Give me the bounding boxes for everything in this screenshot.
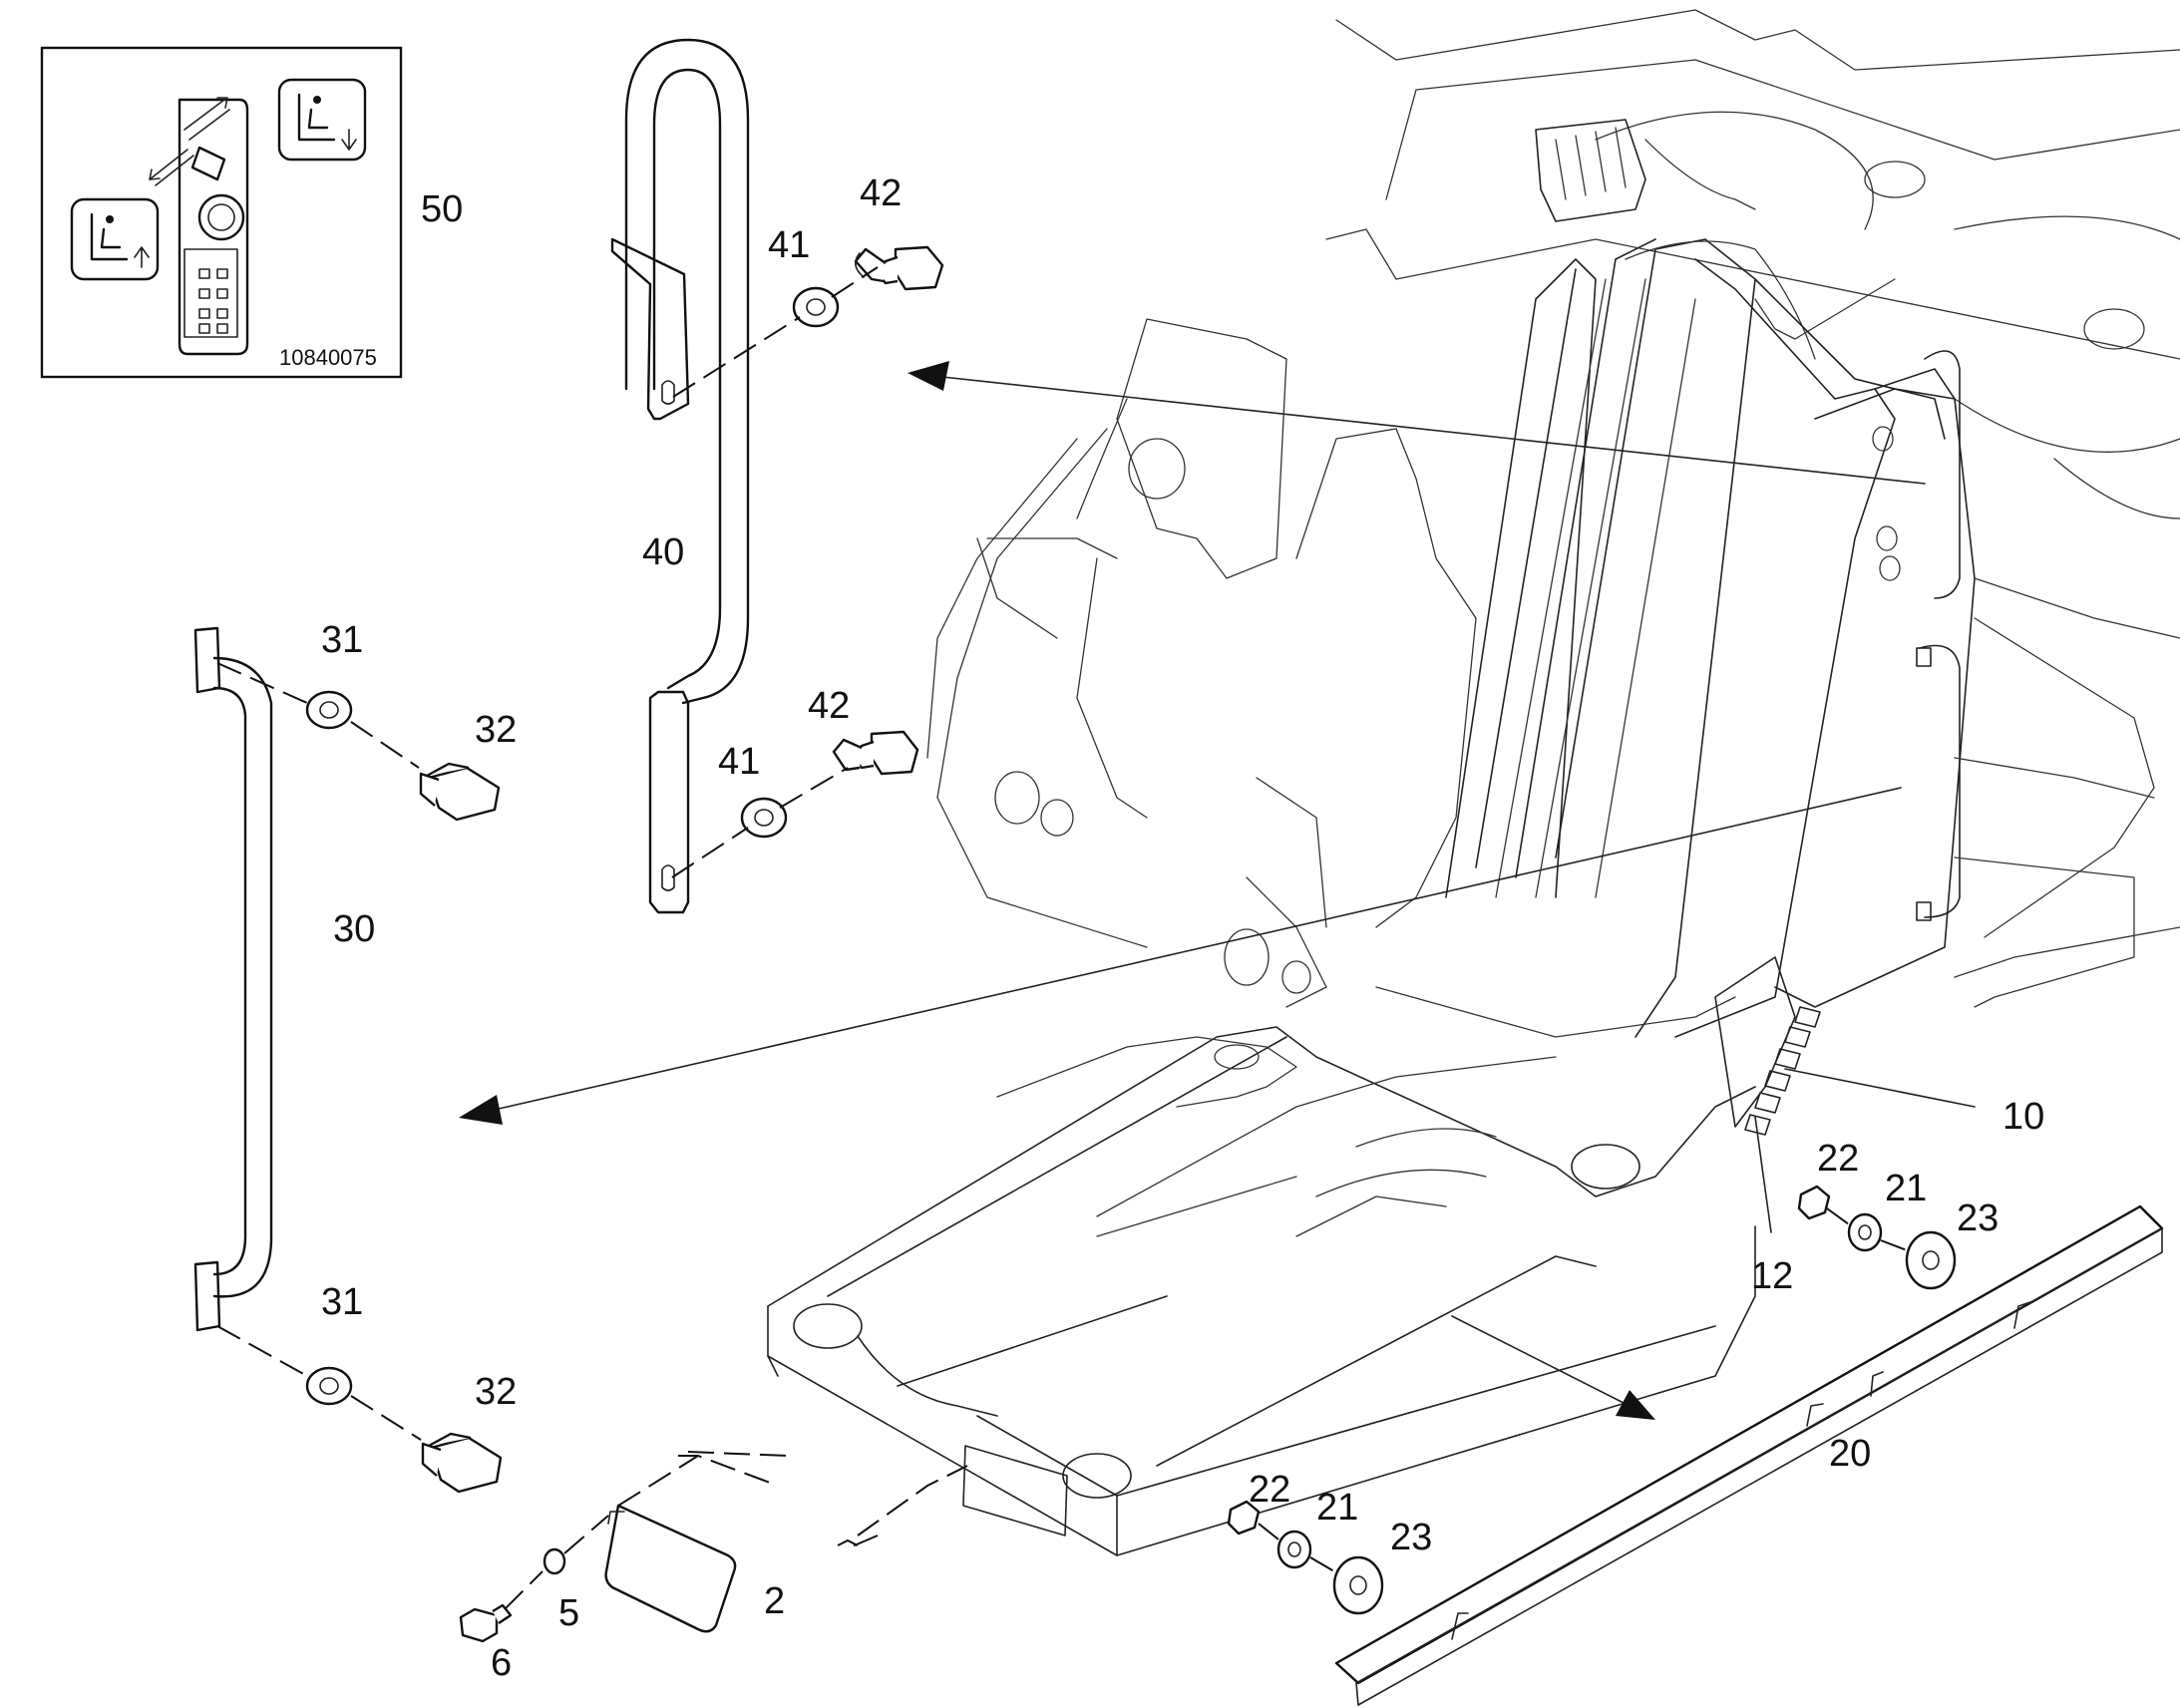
callout-22-upper: 22	[1817, 1138, 1859, 1180]
washer-5	[543, 1547, 566, 1575]
machine-frame	[767, 9, 2180, 1556]
inset-code: 10840075	[279, 345, 377, 370]
callout-5: 5	[558, 1592, 579, 1634]
callout-22-lower: 22	[1249, 1469, 1290, 1511]
callout-32-upper: 32	[475, 709, 517, 751]
washer-23-lower	[1332, 1555, 1384, 1615]
callout-2: 2	[764, 1580, 785, 1622]
callout-41-upper: 41	[768, 224, 810, 266]
washer-41-upper	[792, 286, 840, 328]
callout-41-lower: 41	[718, 741, 760, 783]
callout-31-upper: 31	[321, 619, 363, 661]
washer-31-lower	[305, 1366, 353, 1406]
bolt-32-lower	[421, 1432, 503, 1494]
callout-40: 40	[642, 531, 684, 573]
strip-20	[1334, 1204, 2164, 1706]
cover-plate-2	[604, 1504, 737, 1633]
callout-21-lower: 21	[1316, 1487, 1358, 1529]
bolt-42-upper	[854, 245, 944, 291]
callout-12: 12	[1751, 1255, 1793, 1297]
fastener-strip-10	[1744, 1006, 1821, 1136]
screw-6	[459, 1603, 513, 1643]
washer-23-upper	[1905, 1230, 1957, 1290]
callout-23-upper: 23	[1957, 1197, 1998, 1239]
callout-6: 6	[491, 1642, 512, 1684]
callout-31-lower: 31	[321, 1281, 363, 1323]
nut-22-upper	[1797, 1185, 1831, 1220]
callout-42-upper: 42	[860, 172, 902, 214]
washer-21-lower	[1276, 1530, 1312, 1569]
callout-21-upper: 21	[1885, 1168, 1927, 1209]
washer-31-upper	[305, 690, 353, 730]
callout-10: 10	[2002, 1096, 2044, 1138]
callout-30: 30	[333, 908, 375, 950]
nut-22-lower	[1227, 1500, 1261, 1536]
grab-handle-40	[610, 38, 750, 914]
leader-arrows	[459, 361, 1926, 1420]
inset-panel: 10840075	[40, 46, 403, 379]
washer-41-lower	[740, 797, 788, 839]
bolt-42-lower	[832, 730, 919, 776]
bolt-32-upper	[419, 762, 501, 822]
washer-21-upper	[1847, 1212, 1883, 1252]
callout-32-lower: 32	[475, 1371, 517, 1413]
handrail-30	[193, 626, 273, 1332]
callout-23-lower: 23	[1390, 1517, 1432, 1558]
callout-20: 20	[1829, 1433, 1871, 1475]
callout-50: 50	[421, 188, 463, 230]
callout-42-lower: 42	[808, 685, 850, 727]
